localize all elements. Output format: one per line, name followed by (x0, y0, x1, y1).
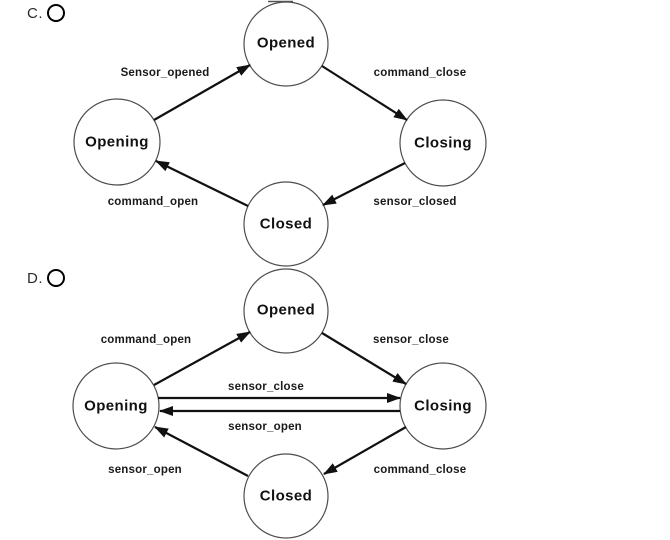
state-closed-circle-d (243, 453, 329, 539)
transition-arrow-closed-opening-d (154, 426, 249, 477)
state-closing-label-d: Closing (414, 397, 472, 415)
state-closed-label-c: Closed (259, 215, 313, 233)
state-closed-label-d: Closed (259, 487, 313, 505)
transition-arrow-closing-closed-c (322, 162, 406, 206)
state-opened-label-c: Opened (256, 34, 316, 52)
state-opening-label-c: Opening (85, 133, 149, 151)
option-d-label: D. (27, 269, 43, 287)
transition-arrow-opening-opened-d (153, 331, 251, 386)
edge-label-command-close-c: command_close (373, 67, 467, 79)
option-c-row: C. (27, 4, 65, 22)
state-opening-label-d: Opening (84, 397, 148, 415)
option-d-radio[interactable] (47, 269, 65, 287)
state-closing-circle-c (399, 99, 487, 187)
state-closing-circle-d (399, 362, 487, 450)
edge-label-sensor-open-horiz-d: sensor_open (228, 421, 302, 433)
state-closing-label-c: Closing (414, 134, 472, 152)
diagram-c (73, 0, 487, 267)
transition-arrow-opened-closing-d (321, 332, 407, 385)
edge-label-command-close-d: command_close (373, 464, 467, 476)
edge-label-command-open-c: command_open (107, 196, 199, 208)
diagram-d (72, 268, 487, 539)
transition-arrow-closed-opening-c (155, 160, 249, 207)
transition-arrow-opened-closing-c (321, 65, 408, 121)
edge-label-sensor-close-horiz-d: sensor_close (228, 381, 304, 393)
state-closed-circle-c (243, 181, 329, 267)
option-d-row: D. (27, 269, 65, 287)
state-opened-label-d: Opened (256, 301, 316, 319)
option-c-label: C. (27, 4, 43, 22)
edge-label-sensor-opened-c: Sensor_opened (120, 67, 210, 79)
state-opening-circle-c (73, 98, 161, 186)
edge-label-sensor-closed-c: sensor_closed (373, 196, 457, 208)
edge-label-command-open-d: command_open (100, 334, 192, 346)
edge-label-sensor-close-diag-d: sensor_close (373, 334, 449, 346)
state-opened-circle-c (243, 1, 329, 87)
transition-arrow-closing-closed-d (323, 426, 407, 475)
option-c-radio[interactable] (47, 4, 65, 22)
state-opened-circle-d (243, 268, 329, 354)
edge-label-sensor-open-bl-d: sensor_open (108, 464, 182, 476)
transition-arrow-opening-opened-c (153, 64, 251, 121)
